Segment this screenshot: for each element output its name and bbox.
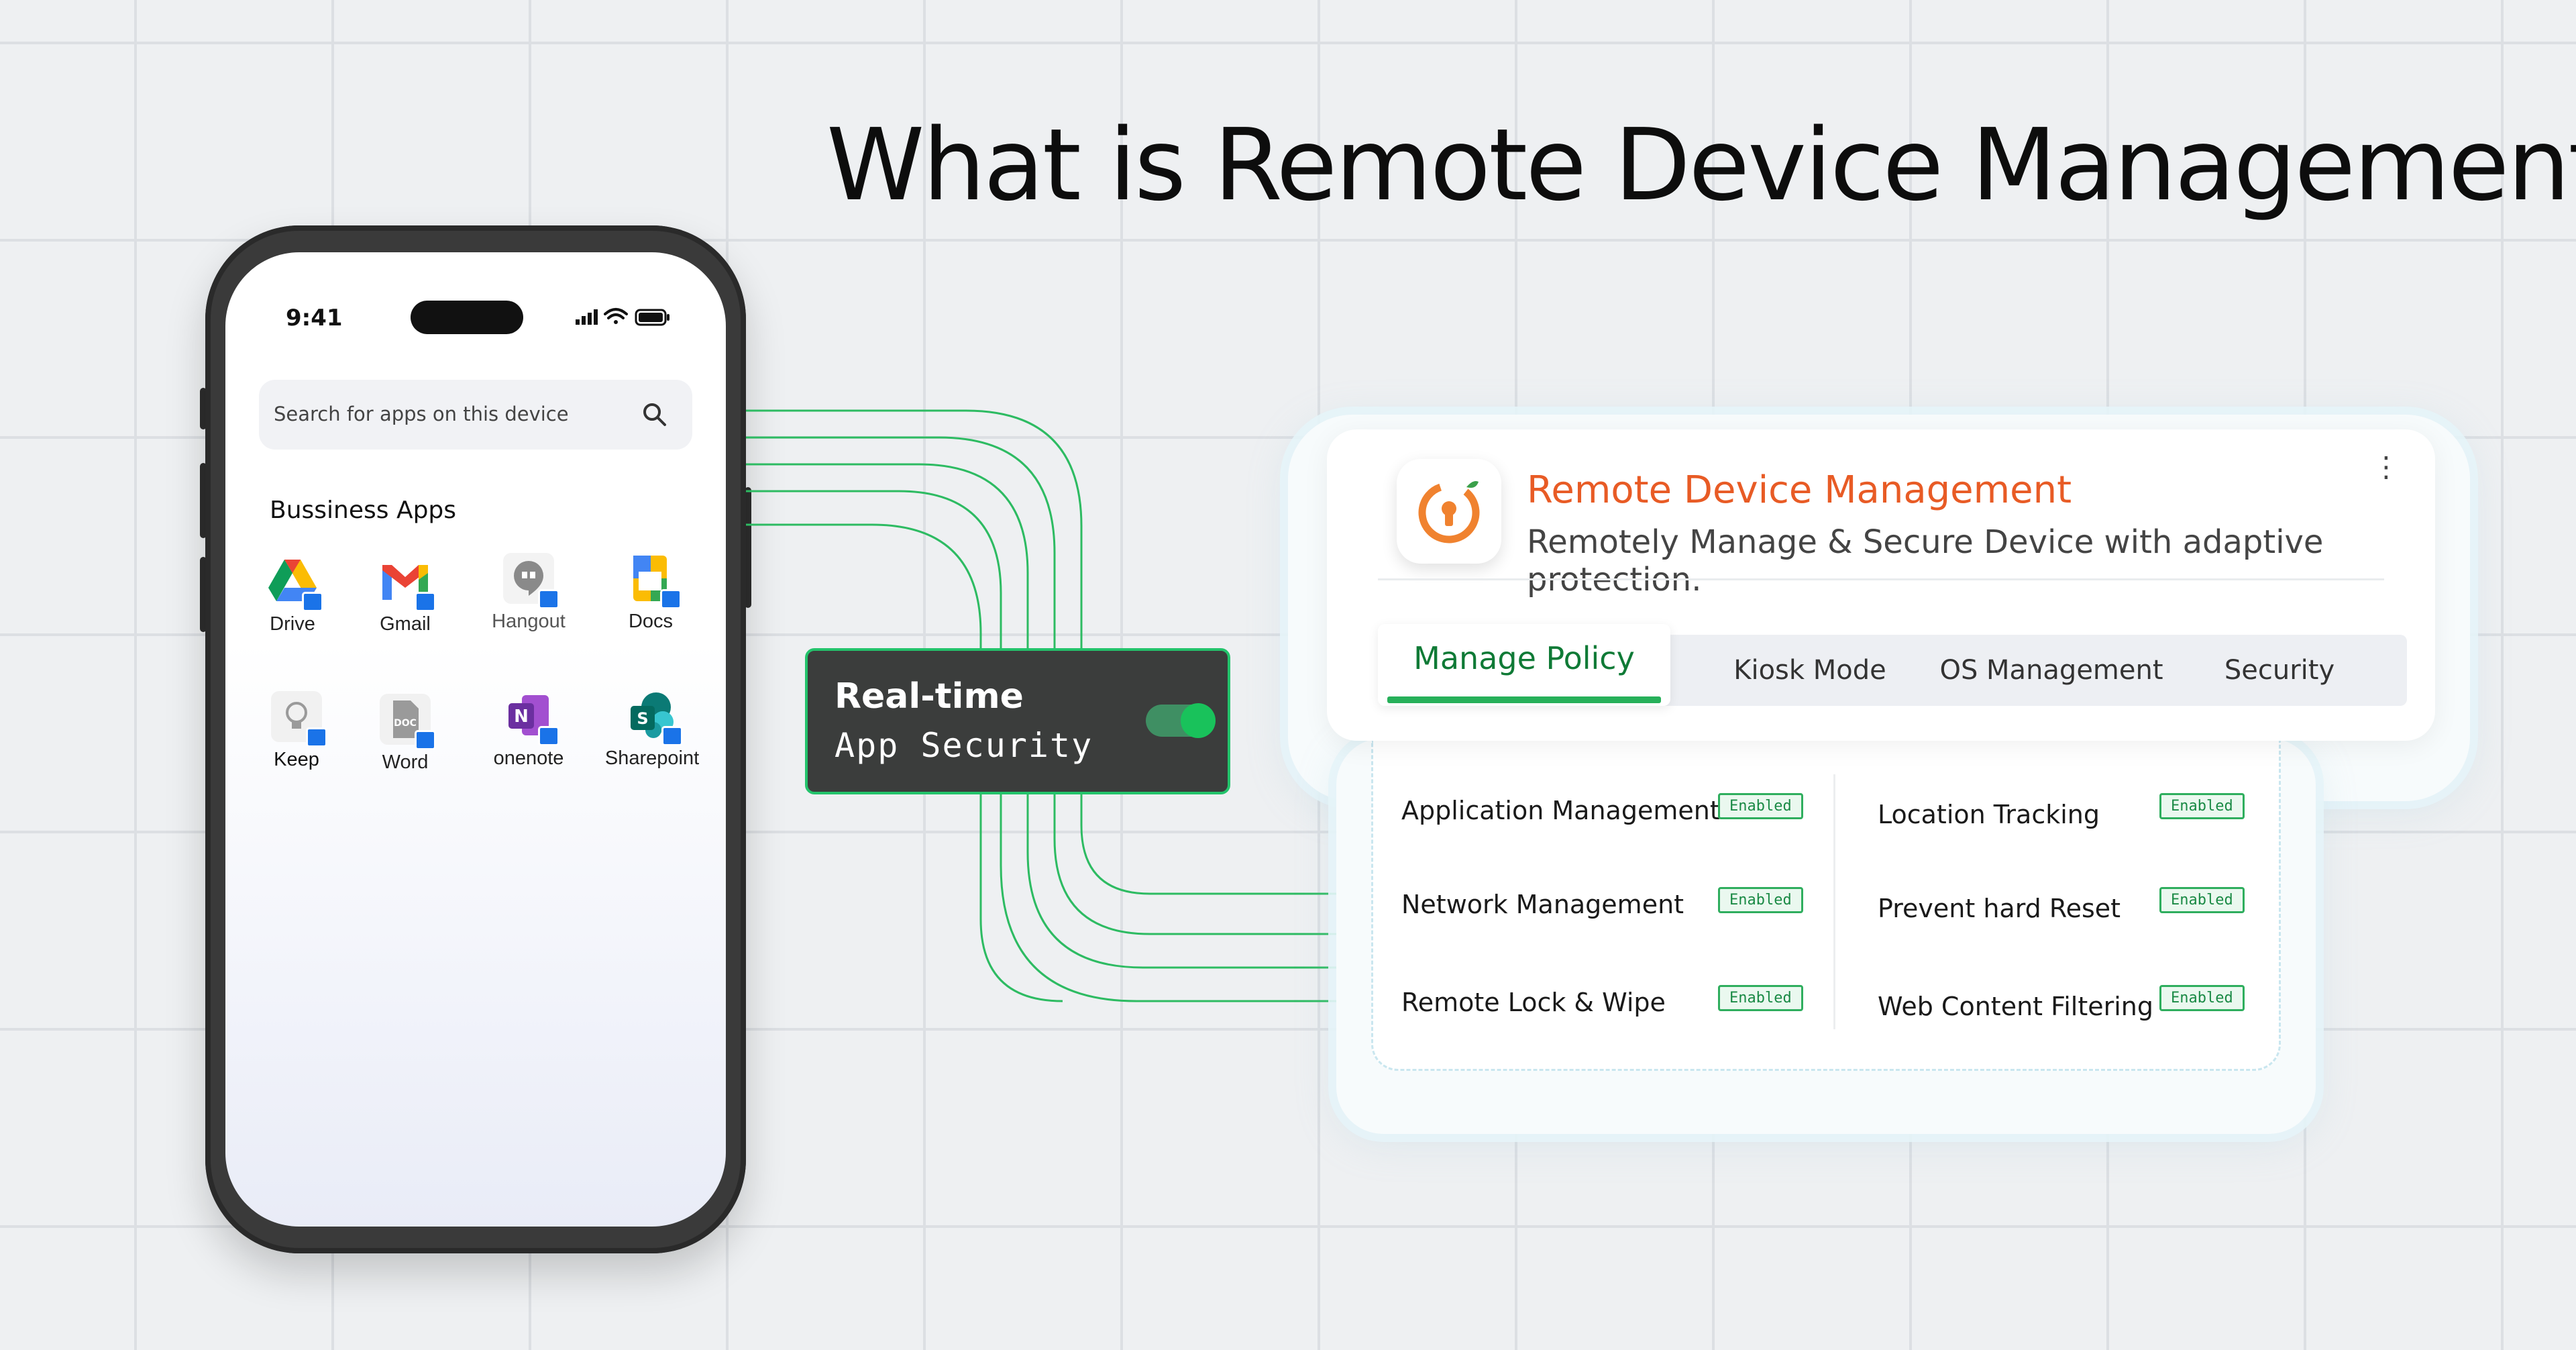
rdm-logo [1397,459,1501,564]
app-hangout[interactable]: Hangout [475,552,582,633]
onenote-icon: N [502,688,559,746]
dynamic-island [411,301,523,334]
work-badge-icon [538,589,559,609]
shield-lock-icon [1418,481,1480,543]
phone-volume-down-button [200,557,207,632]
card-title: Remote Device Management [1527,468,2072,512]
work-badge-icon [660,589,682,609]
tab-os-management[interactable]: OS Management [1939,655,2163,686]
work-badge-icon [538,726,559,746]
rdm-header-card: Remote Device Management Remotely Manage… [1327,429,2435,741]
app-label: Hangout [492,611,566,632]
status-badge: Enabled [2159,887,2245,913]
hangouts-icon [502,552,559,609]
google-drive-icon [266,554,323,612]
tab-security[interactable]: Security [2224,655,2335,686]
svg-text:N: N [514,707,529,727]
realtime-security-card: Real-time App Security [805,648,1230,794]
work-badge-icon [306,727,327,747]
status-icons [576,308,669,326]
policy-label: Application Management [1401,796,1720,825]
realtime-toggle[interactable] [1146,703,1216,738]
app-label: Drive [270,613,315,635]
work-badge-icon [302,592,323,612]
search-input[interactable]: Search for apps on this device [259,380,692,450]
app-label: Docs [628,611,674,632]
phone-volume-up-button [200,463,207,538]
phone-frame: 9:41 Search for apps on this device [205,225,746,1253]
phone-screen: 9:41 Search for apps on this device [225,252,726,1227]
app-docs[interactable]: Docs [597,552,704,633]
gmail-icon [378,554,436,612]
status-badge: Enabled [1718,793,1803,819]
tab-label: Manage Policy [1413,640,1635,676]
policy-label: Prevent hard Reset [1878,894,2121,923]
app-label: Gmail [380,613,431,635]
app-onenote[interactable]: N onenote [475,688,582,770]
connector-lines [746,409,1336,1002]
app-label: Sharepoint [604,747,700,769]
section-title: Bussiness Apps [270,497,457,524]
policy-column-divider [1833,774,1835,1029]
app-gmail[interactable]: Gmail [352,554,459,635]
policy-label: Remote Lock & Wipe [1401,988,1666,1017]
status-badge: Enabled [1718,887,1803,913]
app-drive[interactable]: Drive [239,554,346,635]
google-docs-icon [624,552,682,609]
app-label: Word [382,751,429,773]
word-doc-icon: DOC [378,692,436,750]
realtime-subtitle: App Security [835,726,1093,765]
work-badge-icon [415,592,436,612]
status-time: 9:41 [286,305,343,331]
search-icon[interactable] [640,400,669,429]
signal-icon [576,309,598,325]
battery-icon [635,309,669,326]
sharepoint-icon: S [625,688,683,746]
header-divider [1378,578,2384,580]
app-label: Keep [274,749,319,770]
work-badge-icon [661,726,683,746]
app-word[interactable]: DOC Word [352,692,459,774]
google-keep-icon [270,690,327,747]
app-label: onenote [493,747,564,769]
tab-manage-policy[interactable]: Manage Policy [1378,624,1670,706]
toggle-knob [1181,703,1216,738]
more-options-icon[interactable]: ⋮ [2372,450,2400,483]
status-badge: Enabled [2159,793,2245,819]
svg-text:S: S [637,709,648,728]
app-keep[interactable]: Keep [243,690,350,771]
svg-text:DOC: DOC [394,718,417,729]
policy-label: Network Management [1401,890,1684,919]
phone-side-button [200,388,207,429]
search-placeholder: Search for apps on this device [274,403,569,425]
policy-label: Location Tracking [1878,800,2100,829]
work-badge-icon [415,730,436,750]
status-badge: Enabled [2159,985,2245,1011]
active-tab-indicator [1387,696,1661,703]
card-subtitle: Remotely Manage & Secure Device with ada… [1527,523,2324,599]
wifi-icon [604,308,628,324]
realtime-title: Real-time [835,676,1024,717]
app-sharepoint[interactable]: S Sharepoint [598,688,706,770]
phone-power-button [745,487,751,608]
status-badge: Enabled [1718,985,1803,1011]
page-headline: What is Remote Device Management? [826,107,2576,223]
policy-panel: Application Management Enabled Network M… [1371,741,2281,1071]
policy-label: Web Content Filtering [1878,992,2154,1021]
tab-kiosk-mode[interactable]: Kiosk Mode [1733,655,1886,686]
tab-bar: Manage Policy Kiosk Mode OS Management S… [1378,624,2407,706]
